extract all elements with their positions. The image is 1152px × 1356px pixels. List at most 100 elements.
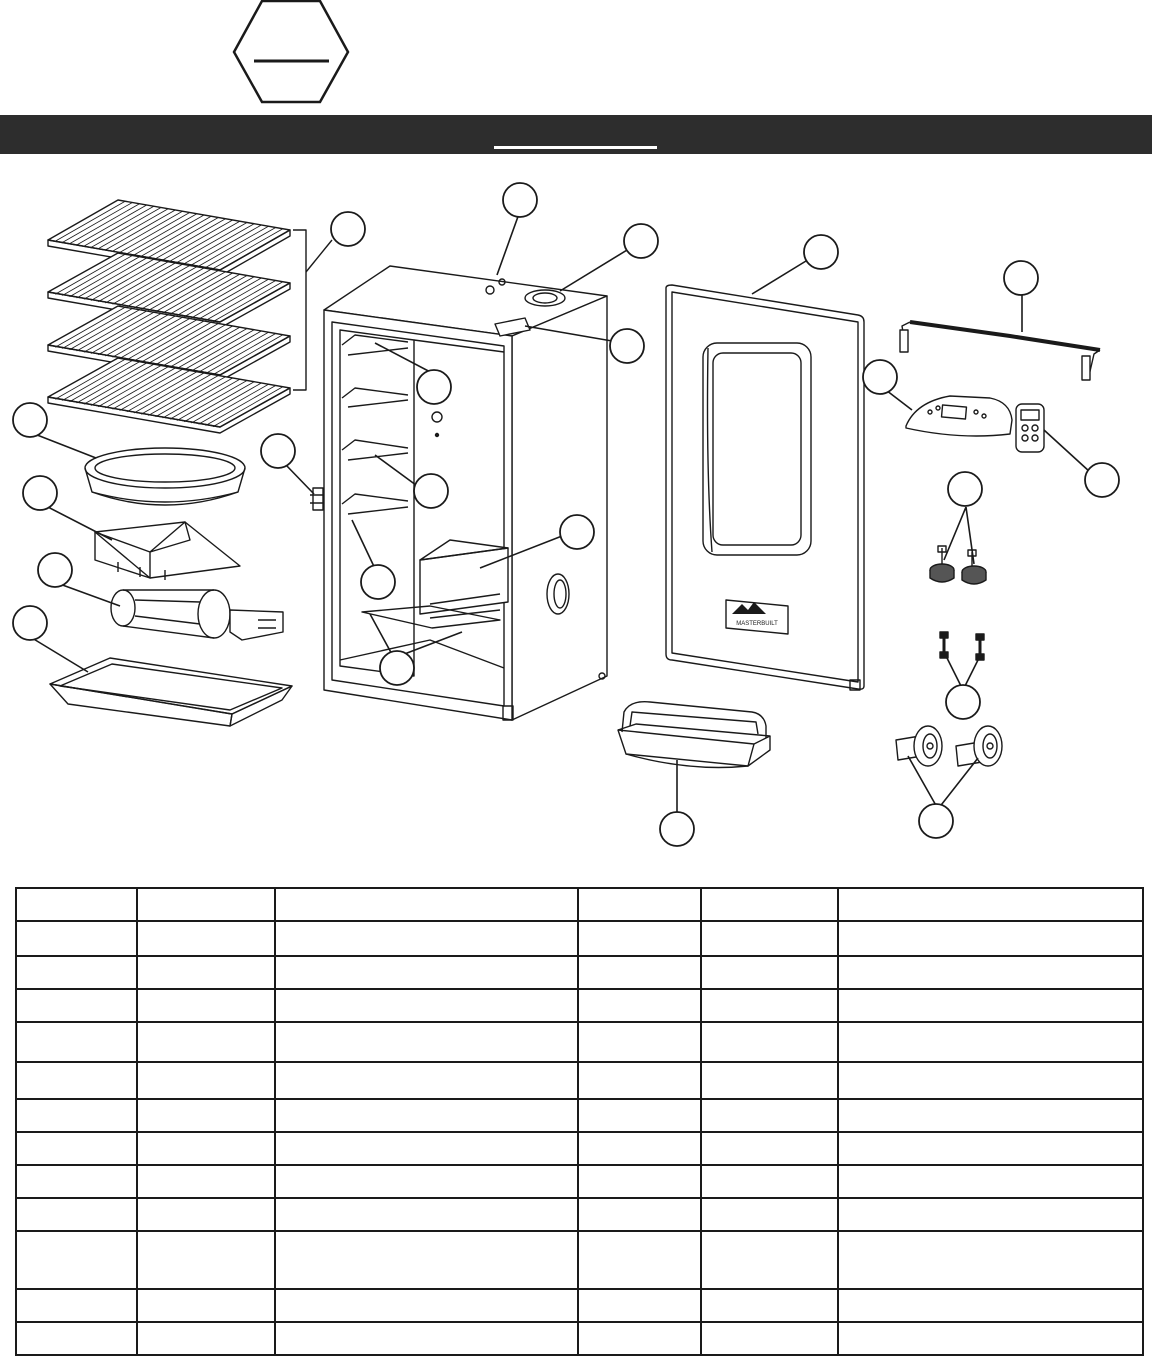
table-cell	[274, 1061, 579, 1100]
rack-wire	[205, 385, 276, 426]
rack-wire	[112, 316, 183, 358]
table-cell	[274, 1321, 579, 1356]
table-cell	[837, 1021, 1144, 1063]
table-cell	[274, 1197, 579, 1232]
table-cell	[700, 1164, 839, 1199]
table-cell	[15, 1021, 138, 1063]
rack-wire	[155, 324, 226, 366]
section-badge	[232, 0, 350, 104]
callout-circle	[330, 211, 366, 247]
callout-circle	[659, 811, 695, 847]
callout-circle	[260, 433, 296, 469]
table-cell	[15, 1321, 138, 1356]
rack-wire	[62, 308, 133, 349]
table-cell	[700, 887, 839, 922]
rack-wire	[119, 212, 190, 253]
drip-pan	[49, 657, 293, 727]
rack-wire	[169, 220, 241, 262]
table-cell	[837, 988, 1144, 1023]
rack-wire	[148, 375, 219, 416]
table-cell	[700, 1021, 839, 1063]
table-cell	[15, 1164, 138, 1199]
callout-circle	[559, 514, 595, 550]
callout-circle	[918, 803, 954, 839]
table-cell	[837, 1230, 1144, 1290]
heating-element	[110, 589, 284, 641]
table-cell	[700, 1321, 839, 1356]
rack-wire	[76, 362, 147, 404]
rack-wire	[133, 214, 205, 256]
rack-wire	[83, 258, 155, 300]
cooking-racks	[47, 199, 333, 434]
rack-wire	[69, 256, 140, 298]
section-banner	[0, 115, 1152, 154]
table-cell	[274, 955, 579, 990]
hexagon-icon	[232, 0, 350, 104]
table-cell	[136, 887, 276, 922]
rack-wire	[126, 371, 198, 413]
callout-circle	[413, 473, 449, 509]
rack-wire	[62, 202, 133, 243]
callout-circle	[609, 328, 645, 364]
rack-wire	[205, 280, 276, 321]
table-cell	[136, 1021, 276, 1063]
table-row	[15, 1131, 1144, 1166]
rack-wire	[176, 380, 248, 421]
callout-circle	[947, 471, 983, 507]
table-cell	[136, 1288, 276, 1323]
table-cell	[274, 887, 579, 922]
table-cell	[837, 955, 1144, 990]
table-cell	[577, 920, 702, 957]
table-cell	[136, 1098, 276, 1133]
rack-wire	[54, 200, 126, 242]
table-cell	[837, 1061, 1144, 1100]
rack-wire	[133, 267, 205, 309]
water-bowl	[84, 447, 246, 506]
callout-circle	[360, 564, 396, 600]
rack-wire	[183, 381, 255, 423]
rack-wire	[112, 210, 183, 252]
rack-wire	[162, 219, 233, 261]
rack-wire	[155, 376, 226, 418]
table-cell	[274, 1230, 579, 1290]
table-cell	[15, 1098, 138, 1133]
adjustment-knobs	[929, 545, 987, 585]
rack-wire	[69, 361, 140, 403]
rack-wire	[183, 329, 255, 371]
table-cell	[274, 920, 579, 957]
table-row	[15, 920, 1144, 957]
rack-wire	[176, 222, 248, 263]
rack-wire	[105, 315, 176, 357]
callout-circle	[416, 369, 452, 405]
table-cell	[15, 1230, 138, 1290]
table-cell	[136, 1061, 276, 1100]
callout-circle	[12, 605, 48, 641]
rack-wire	[90, 207, 162, 248]
table-row	[15, 955, 1144, 990]
table-cell	[15, 1131, 138, 1166]
rack-wire	[119, 265, 190, 306]
rack-wire	[105, 262, 176, 304]
table-cell	[136, 920, 276, 957]
rack-wire	[212, 281, 284, 323]
table-cell	[274, 1131, 579, 1166]
rack-wire	[155, 271, 226, 313]
rack-wire	[191, 277, 262, 319]
rack-wire	[76, 204, 147, 246]
table-cell	[577, 1098, 702, 1133]
rack-wire	[205, 227, 276, 268]
callout-circle	[502, 182, 538, 218]
callout-circle	[1003, 260, 1039, 296]
rack-wire	[140, 373, 212, 415]
mounting-bolts	[939, 631, 985, 661]
table-cell	[837, 920, 1144, 957]
rack-wire	[83, 311, 155, 353]
table-cell	[577, 1321, 702, 1356]
table-cell	[577, 887, 702, 922]
rack-wire	[54, 253, 126, 295]
table-row	[15, 988, 1144, 1023]
callout-circle	[37, 552, 73, 588]
rack-wire	[198, 278, 269, 320]
table-cell	[136, 1321, 276, 1356]
wood-chip-tray	[94, 521, 241, 580]
